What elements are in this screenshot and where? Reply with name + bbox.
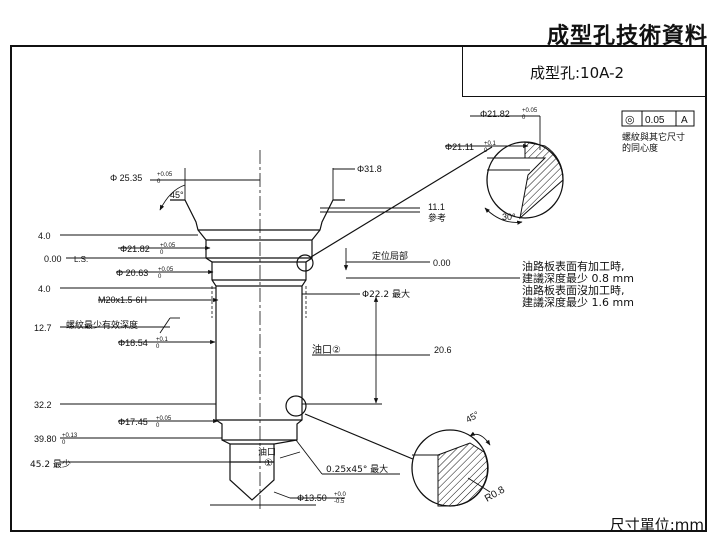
dim-39-80: 39.80	[34, 434, 57, 444]
thread-spec: M20x1.5-6H	[98, 295, 147, 305]
dia-18-54-tol-upper: +0.1	[156, 337, 169, 343]
detail-dia-21-11: Φ21.11	[445, 142, 474, 152]
dia-20-63-tol-upper: +0.05	[158, 267, 174, 273]
oil-port-1-label: 油口	[258, 446, 276, 458]
dia-21-82-tol-lower: 0	[160, 250, 164, 256]
dia-13-50: Φ13.50	[297, 493, 327, 503]
tolerance-frame	[621, 110, 695, 127]
dia-17-45-tol-lower: 0	[156, 423, 160, 429]
detail-dia-21-82-tol-lower: 0	[522, 115, 526, 121]
detail-dia-21-82: Φ21.82	[480, 109, 510, 119]
detail-dia-21-11-tol-upper: +0.1	[484, 141, 497, 147]
datum-letter: A	[681, 115, 688, 126]
dia-18-54: Φ18.54	[118, 338, 148, 348]
tolerance-note-1: 螺紋與其它尺寸	[622, 131, 685, 143]
left-dimension-lines	[60, 168, 520, 499]
chamfer-note: 0.25x45° 最大	[326, 463, 388, 475]
locating-value: 0.00	[433, 258, 451, 268]
dia-20-63-tol-lower: 0	[158, 274, 162, 280]
dia-25-35-tol-upper: +0.05	[157, 172, 173, 178]
tolerance-note-2: 的同心度	[622, 142, 658, 154]
locating-label: 定位局部	[372, 250, 408, 262]
page-title: 成型孔技術資料	[546, 24, 708, 49]
detail-view-bottom	[411, 429, 491, 507]
dim-11-1: 11.1	[428, 202, 445, 212]
units-note: 尺寸單位:mm	[609, 516, 704, 534]
note-machined-1: 油路板表面有加工時,	[522, 259, 625, 273]
dia-17-45-tol-upper: +0.05	[156, 416, 172, 422]
dim-45-2-min: 45.2 最少	[30, 459, 71, 470]
dia-25-35-tol-lower: 0	[157, 179, 161, 185]
detail-radius: R0.8	[483, 484, 507, 504]
dia-25-35: Φ 25.35	[110, 173, 142, 183]
dim-0-00-ls: 0.00	[44, 254, 62, 264]
ls-label: L.S.	[74, 255, 88, 264]
detail-angle-45: 45°	[464, 409, 481, 425]
angle-45-top: 45°	[170, 190, 184, 200]
thread-depth-note: 螺紋最少有效深度	[66, 319, 138, 331]
dia-21-82-callout: Φ21.82	[120, 244, 150, 254]
dim-11-1-note: 參考	[428, 212, 446, 224]
detail-angle-30: 30°	[502, 212, 516, 222]
note-unmachined-1: 油路板表面沒加工時,	[522, 283, 625, 297]
detail-dia-21-82-tol-upper: +0.05	[522, 108, 538, 114]
dia-31-8: Φ31.8	[357, 164, 382, 174]
dim-4-0-top: 4.0	[38, 231, 51, 241]
tolerance-value: 0.05	[645, 115, 665, 126]
dia-20-63: Φ 20.63	[116, 268, 148, 278]
drawing-frame	[10, 45, 707, 532]
oil-port-1-number: ①	[264, 458, 273, 469]
dim-39-80-tol-upper: +0.13	[62, 433, 78, 439]
dia-13-50-tol-upper: +0.0	[334, 492, 347, 498]
dim-12-7: 12.7	[34, 323, 52, 333]
dia-21-82-tol-upper: +0.05	[160, 243, 176, 249]
detail-dia-21-11-tol-lower: 0	[484, 148, 488, 154]
dim-4-0: 4.0	[38, 284, 51, 294]
dia-13-50-tol-lower: -0.5	[334, 499, 345, 505]
note-machined-2: 建議深度最少 0.8 mm	[522, 271, 634, 285]
dim-20-6: 20.6	[434, 345, 452, 355]
note-unmachined-2: 建議深度最少 1.6 mm	[522, 295, 634, 309]
concentricity-icon: ◎	[625, 114, 635, 126]
dim-39-80-tol-lower: 0	[62, 440, 66, 446]
dia-18-54-tol-lower: 0	[156, 344, 160, 350]
title-block	[462, 45, 707, 97]
part-id: 成型孔:10A-2	[530, 64, 625, 82]
dia-22-2-max: Φ22.2 最大	[362, 288, 410, 300]
dim-32-2: 32.2	[34, 400, 52, 410]
detail-view-top	[445, 115, 564, 225]
dia-17-45: Φ17.45	[118, 417, 148, 427]
port-profile	[170, 146, 493, 512]
spotface-outline	[170, 199, 345, 501]
oil-port-2: 油口②	[312, 343, 341, 356]
